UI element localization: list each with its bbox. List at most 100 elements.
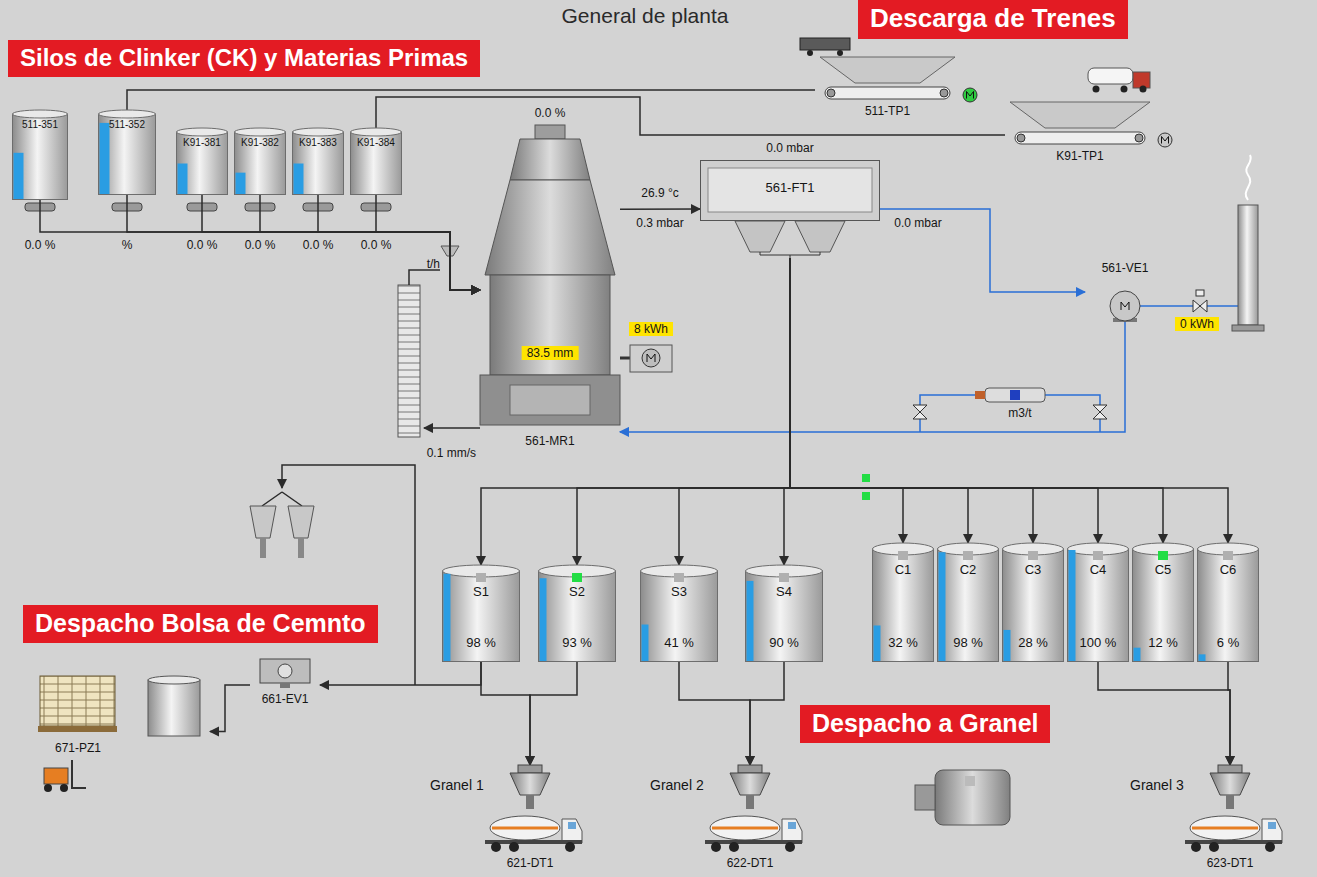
palletizer-part (148, 680, 200, 736)
node-label: 623-DT1 (1207, 857, 1254, 871)
flow-line (481, 258, 790, 565)
illustration-part (282, 465, 415, 685)
node-label: K91-382 (241, 137, 279, 149)
cement-silo-part (779, 573, 789, 582)
raw-material-silo: K91-384 (350, 128, 402, 195)
illustration-part (1010, 390, 1020, 400)
bulk-loader-part (1218, 765, 1242, 773)
raw-material-silo-part (99, 110, 156, 118)
value-label: 26.9 °c (641, 186, 679, 200)
value-label: 0.0 mbar (894, 216, 941, 230)
vertical-mill: 561-MR1 (480, 125, 620, 455)
illustration-part (1088, 68, 1133, 84)
section-banner: Despacho Bolsa de Cemnto (23, 605, 378, 643)
bulk-loader-part (782, 819, 802, 843)
value-label: 0.0 % (187, 238, 218, 252)
raw-material-silo: K91-383 (292, 128, 344, 195)
flow-line (202, 195, 480, 290)
cement-silo-part (1199, 654, 1206, 661)
banner-title: Despacho Bolsa de Cemnto (35, 609, 366, 638)
cement-silo-part (476, 573, 486, 582)
illustration-part (630, 345, 672, 372)
node-label: C5 (1155, 563, 1172, 578)
vertical-mill-part (485, 180, 615, 275)
exhaust-fan-part (1121, 302, 1129, 310)
node-label: K91-384 (357, 137, 395, 149)
bulk-loader-part (510, 773, 550, 795)
palletizer-part (38, 726, 117, 732)
cement-silo: C298 % (937, 543, 999, 662)
illustration-part (837, 50, 843, 56)
node-label: 41 % (664, 636, 694, 651)
mill-motor (620, 345, 672, 372)
raw-material-silo-part (178, 164, 188, 195)
unloading-hopper-part (1010, 102, 1150, 128)
bulk-loader-part (730, 773, 770, 795)
motor-symbol (963, 88, 977, 102)
palletizer: 671-PZ1 (30, 668, 210, 795)
unloading-hopper: 511-TP1 (815, 55, 960, 125)
motor-symbol (1158, 133, 1172, 147)
node-label: K91-381 (183, 137, 221, 149)
bulk-loader-part (526, 795, 534, 809)
cement-silo-part (1133, 549, 1194, 662)
vertical-mill-part (535, 125, 565, 139)
raw-material-silo-part (177, 132, 228, 195)
node-label: 90 % (769, 636, 799, 651)
illustration-part (975, 391, 985, 399)
bulk-loader-part (710, 816, 780, 840)
cement-silo-part (1068, 549, 1129, 662)
node-label: 32 % (888, 636, 918, 651)
illustration-part (862, 492, 870, 500)
value-label: 0.0 % (245, 238, 276, 252)
illustration-part (262, 492, 302, 506)
palletizer-part (40, 676, 115, 726)
bulk-loader: Granel 2622-DT1 (650, 765, 810, 875)
bulk-loader-part (1210, 773, 1250, 795)
bulk-loader-part (712, 827, 778, 830)
value-label: 0.0 mbar (766, 141, 813, 155)
node-label: Granel 3 (1130, 777, 1184, 793)
cement-silo-part (963, 551, 973, 560)
flow-line (790, 258, 1228, 543)
cement-silo: C1 32 % (872, 543, 934, 662)
flow-line (127, 195, 480, 290)
bulk-loader-part (492, 827, 558, 830)
flow-line (481, 662, 530, 765)
flow-line (1228, 662, 1230, 765)
palletizer-part (44, 768, 68, 784)
palletizer-part (148, 676, 200, 684)
return-line (424, 427, 480, 429)
illustration-part (1133, 72, 1150, 88)
node-label: 28 % (1018, 636, 1048, 651)
illustration-part (260, 538, 266, 558)
raw-material-silo-part (99, 114, 156, 195)
cement-silo: S490 % (745, 565, 823, 662)
node-label: K91-TP1 (1056, 150, 1103, 164)
flow-line (320, 662, 481, 685)
cement-silo-part (938, 549, 999, 662)
node-label: C6 (1220, 563, 1237, 578)
cement-silo: C4100 % (1067, 543, 1129, 662)
value-label: t/h (427, 257, 440, 271)
illustration-part (1140, 86, 1147, 93)
value-label: 0.0 % (535, 106, 566, 120)
raw-material-silo-part (236, 173, 246, 194)
illustration-part (1158, 133, 1172, 147)
flow-line (750, 662, 784, 765)
node-label: C1 (895, 563, 912, 578)
flow-line (790, 258, 1098, 543)
bucket-elevator (398, 285, 420, 437)
page-title: General de planta (562, 4, 729, 28)
cement-silo-part (874, 625, 881, 661)
cement-silo-part (540, 578, 547, 661)
flow-line (790, 258, 903, 543)
bag-packer-part (260, 659, 310, 683)
bag-packer-part (280, 683, 290, 688)
bulk-loader-part (490, 816, 560, 840)
value-label: 0.3 mbar (636, 216, 683, 230)
raw-material-silo-part (294, 164, 304, 195)
elevator-line (409, 270, 440, 285)
illustration-part (913, 405, 927, 419)
